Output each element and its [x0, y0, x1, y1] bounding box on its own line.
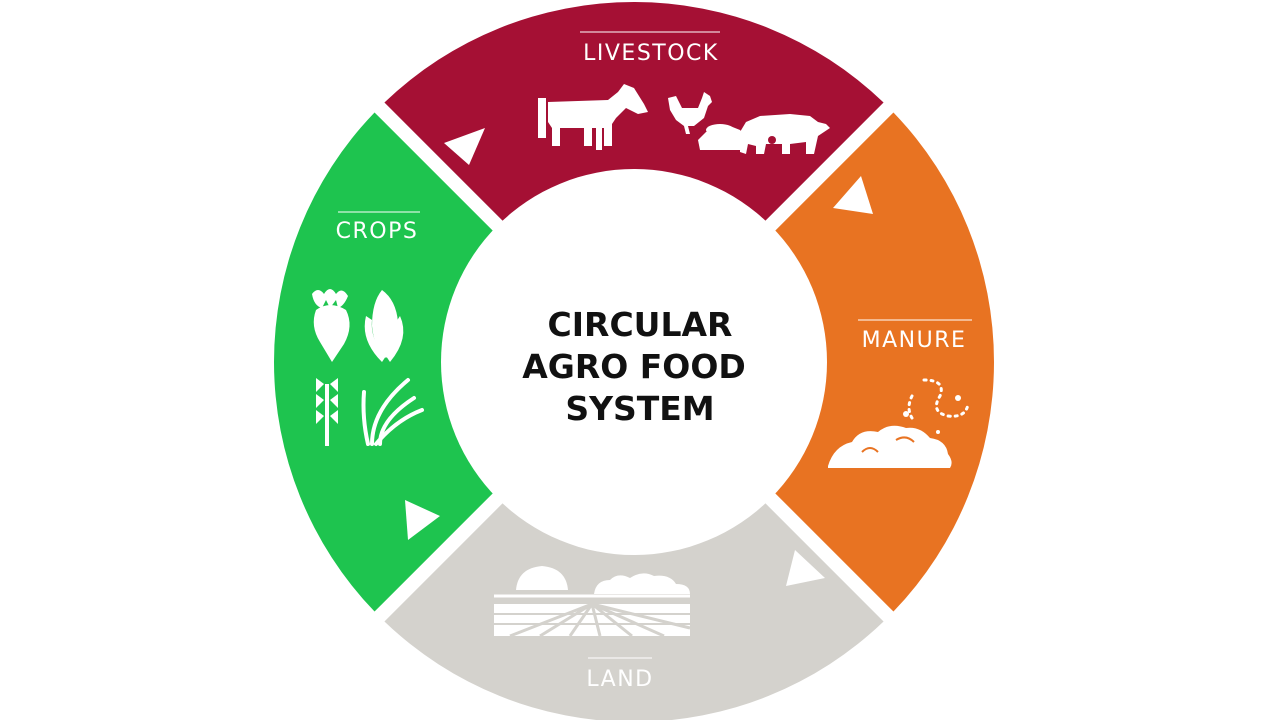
clouds-icon	[594, 573, 690, 594]
feed-trough-icon	[698, 124, 746, 150]
segment-livestock	[384, 1, 884, 230]
manure-label: MANURE	[862, 328, 967, 353]
center-title-line1: CIRCULAR	[548, 305, 733, 344]
cow-icon	[538, 84, 648, 150]
sun-icon	[516, 566, 568, 590]
arrow-manure	[833, 176, 873, 214]
livestock-label: LIVESTOCK	[583, 41, 719, 66]
segment-crops	[274, 112, 502, 612]
manure-pile-icon	[828, 425, 952, 468]
wheat-icon	[316, 378, 338, 446]
field-rows-icon	[494, 594, 691, 638]
corn-icon	[364, 290, 404, 362]
center-circle	[441, 169, 827, 555]
arrow-crops	[405, 500, 440, 540]
pig-icon	[740, 114, 830, 154]
crops-label: CROPS	[336, 219, 419, 244]
center-title-line3: SYSTEM	[565, 389, 714, 428]
land-label: LAND	[586, 667, 653, 692]
arrow-livestock	[444, 128, 485, 165]
beet-icon	[312, 289, 350, 362]
chicken-icon	[668, 92, 712, 134]
arrow-land	[786, 550, 825, 586]
segment-manure	[766, 112, 995, 612]
grass-icon	[361, 378, 424, 446]
odor-icon	[907, 378, 970, 420]
center-title-line2: AGRO FOOD	[522, 347, 746, 386]
fly-icon	[903, 395, 961, 434]
